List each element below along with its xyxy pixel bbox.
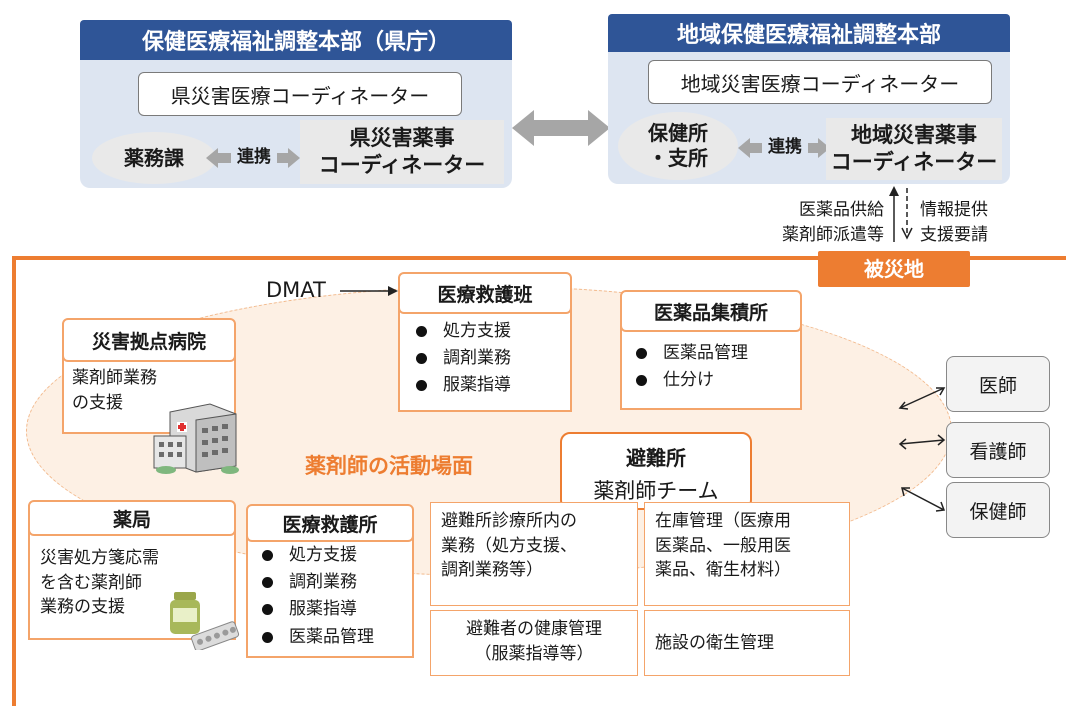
pharmacy-text-line3: 業務の支援 bbox=[40, 597, 125, 618]
shelter-task-inventory-line3: 薬品、衛生材料） bbox=[655, 560, 791, 581]
right-link-label: 連携 bbox=[762, 135, 808, 159]
right-pharma-coordinator: 地域災害薬事 コーディネーター bbox=[826, 118, 1002, 180]
bullet-icon bbox=[262, 631, 273, 643]
list-item-text: 仕分け bbox=[663, 370, 714, 391]
flow-supply-line2: 薬剤師派遣等 bbox=[782, 224, 884, 245]
list-item: 医薬品管理 bbox=[636, 340, 748, 367]
right-health-center-line1: 保健所 bbox=[648, 121, 708, 145]
aid-station-list: 処方支援 調剤業務 服薬指導 医薬品管理 bbox=[262, 542, 374, 651]
profession-public-health-nurse: 保健師 bbox=[946, 482, 1050, 538]
list-item: 医薬品管理 bbox=[262, 624, 374, 651]
left-pharma-coordinator-line2: コーディネーター bbox=[318, 153, 486, 177]
profession-arrows-icon bbox=[898, 387, 946, 512]
medical-team-title: 医療救護班 bbox=[398, 272, 572, 314]
left-link-label: 連携 bbox=[231, 145, 277, 169]
shelter-task-inventory: 在庫管理（医療用 医薬品、一般用医 薬品、衛生材料） bbox=[644, 502, 850, 606]
shelter-title-box: 避難所 薬剤師チーム bbox=[560, 432, 752, 510]
list-item: 処方支援 bbox=[416, 318, 511, 345]
base-hospital-text-line1: 薬剤師業務 bbox=[72, 368, 157, 388]
right-hq-title: 地域保健医療福祉調整本部 bbox=[608, 14, 1010, 52]
bullet-icon bbox=[636, 348, 647, 360]
bullet-icon bbox=[262, 577, 273, 589]
list-item: 服薬指導 bbox=[262, 596, 374, 623]
shelter-task-clinic-line2: 業務（処方支援、 bbox=[441, 535, 577, 556]
shelter-task-hygiene: 施設の衛生管理 bbox=[644, 610, 850, 676]
hospital-icon bbox=[153, 403, 239, 474]
pharmacy-text-line2: を含む薬剤師 bbox=[40, 572, 142, 593]
pharmacy-text: 災害処方箋応需 を含む薬剤師 業務の支援 bbox=[40, 546, 159, 620]
supply-depot-list: 医薬品管理 仕分け bbox=[636, 340, 748, 394]
shelter-subtitle: 薬剤師チーム bbox=[593, 479, 719, 503]
list-item-text: 調剤業務 bbox=[443, 348, 511, 369]
aid-station-title: 医療救護所 bbox=[246, 504, 414, 542]
right-health-center: 保健所 ・支所 bbox=[618, 112, 738, 180]
flow-request-line2: 支援要請 bbox=[920, 224, 988, 245]
profession-nurse: 看護師 bbox=[946, 422, 1050, 478]
right-pharma-coordinator-line1: 地域災害薬事 bbox=[851, 122, 977, 147]
left-pharma-coordinator-line1: 県災害薬事 bbox=[349, 125, 455, 150]
left-pharma-coordinator: 県災害薬事 コーディネーター bbox=[300, 120, 504, 184]
shelter-task-clinic-line3: 調剤業務等） bbox=[441, 560, 543, 581]
left-hq-title: 保健医療福祉調整本部（県庁） bbox=[80, 20, 512, 60]
right-pharma-coordinator-line2: コーディネーター bbox=[830, 150, 998, 174]
pharmacy-title: 薬局 bbox=[28, 500, 236, 536]
right-hq-coordinator: 地域災害医療コーディネーター bbox=[648, 60, 992, 104]
bullet-icon bbox=[416, 353, 427, 365]
bullet-icon bbox=[636, 375, 647, 387]
activity-center-label: 薬剤師の活動場面 bbox=[305, 454, 473, 478]
aid-station-card bbox=[246, 530, 414, 658]
supply-depot-card bbox=[620, 322, 802, 410]
list-item-text: 服薬指導 bbox=[443, 375, 511, 396]
shelter-task-inventory-line1: 在庫管理（医療用 bbox=[655, 511, 791, 531]
hq-link-double-arrow-icon bbox=[512, 110, 610, 146]
bullet-icon bbox=[416, 380, 427, 392]
left-pharmacy-division: 薬務課 bbox=[92, 132, 216, 184]
dmat-arrow-icon bbox=[340, 286, 398, 296]
flow-supply-line1: 医薬品供給 bbox=[799, 200, 884, 220]
list-item: 調剤業務 bbox=[416, 345, 511, 372]
shelter-task-clinic-line1: 避難所診療所内の bbox=[441, 511, 577, 531]
flow-request-line1: 情報提供 bbox=[920, 200, 988, 220]
list-item-text: 医薬品管理 bbox=[663, 343, 748, 363]
shelter-task-health: 避難者の健康管理 （服薬指導等） bbox=[430, 610, 638, 676]
list-item-text: 服薬指導 bbox=[289, 599, 357, 620]
flow-supply-label: 医薬品供給 薬剤師派遣等 bbox=[752, 198, 884, 247]
right-health-center-line2: ・支所 bbox=[648, 146, 708, 170]
profession-doctor: 医師 bbox=[946, 356, 1050, 412]
dmat-label: DMAT bbox=[266, 278, 326, 302]
base-hospital-title: 災害拠点病院 bbox=[62, 318, 236, 362]
bullet-icon bbox=[262, 604, 273, 616]
shelter-task-inventory-line2: 医薬品、一般用医 bbox=[655, 535, 791, 556]
supply-arrow-icon bbox=[889, 186, 913, 242]
pharmacy-text-line1: 災害処方箋応需 bbox=[40, 548, 159, 568]
shelter-task-hygiene-text: 施設の衛生管理 bbox=[655, 632, 774, 653]
bullet-icon bbox=[262, 550, 273, 562]
list-item: 仕分け bbox=[636, 367, 748, 394]
list-item-text: 調剤業務 bbox=[289, 572, 357, 593]
medical-team-list: 処方支援 調剤業務 服薬指導 bbox=[416, 318, 511, 400]
base-hospital-text: 薬剤師業務 の支援 bbox=[72, 366, 157, 415]
medicine-icon bbox=[170, 592, 240, 650]
shelter-task-health-line2: （服薬指導等） bbox=[474, 643, 594, 664]
left-hq-coordinator: 県災害医療コーディネーター bbox=[138, 72, 462, 116]
bullet-icon bbox=[416, 326, 427, 338]
flow-request-label: 情報提供 支援要請 bbox=[920, 198, 1040, 247]
list-item: 調剤業務 bbox=[262, 569, 374, 596]
list-item-text: 処方支援 bbox=[443, 321, 511, 341]
disaster-area-frame bbox=[12, 256, 1066, 706]
disaster-area-tab: 被災地 bbox=[818, 251, 970, 287]
base-hospital-text-line2: の支援 bbox=[72, 392, 123, 413]
shelter-title: 避難所 bbox=[626, 446, 686, 470]
shelter-task-health-line1: 避難者の健康管理 bbox=[466, 619, 602, 639]
list-item: 服薬指導 bbox=[416, 372, 511, 399]
medical-team-card bbox=[398, 306, 572, 412]
list-item: 処方支援 bbox=[262, 542, 374, 569]
list-item-text: 処方支援 bbox=[289, 545, 357, 565]
shelter-task-clinic: 避難所診療所内の 業務（処方支援、 調剤業務等） bbox=[430, 502, 638, 606]
supply-depot-title: 医薬品集積所 bbox=[620, 290, 802, 332]
list-item-text: 医薬品管理 bbox=[289, 626, 374, 647]
